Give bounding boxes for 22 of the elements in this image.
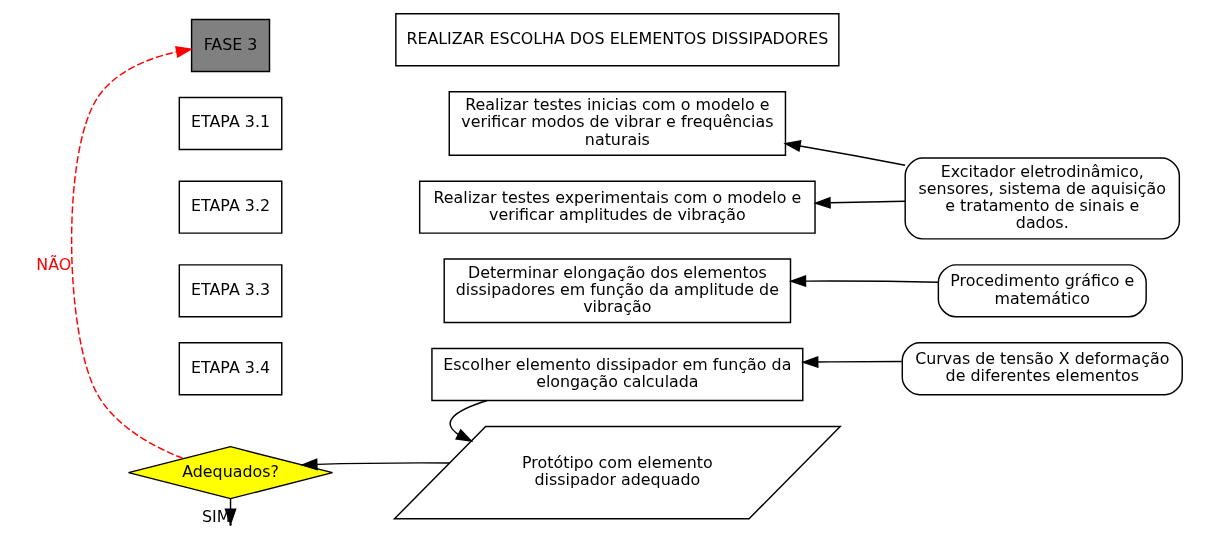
node-box: Excitador eletrodinâmico, sensores, sistema de aquisição e tratamento de sinais e dados. xyxy=(904,157,1181,240)
node-box: REALIZAR ESCOLHA DOS ELEMENTOS DISSIPADORES xyxy=(395,13,840,67)
node-box: ETAPA 3.3 xyxy=(178,264,283,318)
node-box: Procedimento gráfico e matemático xyxy=(937,264,1147,318)
node-diamond: Adequados? xyxy=(127,445,334,500)
arrow xyxy=(300,458,451,471)
node-box: Escolher elemento dissipador em função da elongação calculada xyxy=(431,347,804,402)
arrow xyxy=(813,196,906,209)
arrow xyxy=(783,140,906,166)
arrow xyxy=(801,356,903,369)
node-box: Curvas de tensão X deformação de diferentes elementos xyxy=(901,342,1183,396)
node-box: Realizar testes experimentais com o modelo e verificar amplitudes de vibração xyxy=(418,180,816,234)
arrow xyxy=(449,399,488,442)
node-box: ETAPA 3.4 xyxy=(178,342,283,396)
node-box: FASE 3 xyxy=(190,18,271,73)
edge-label: NÃO xyxy=(36,254,72,274)
node-box: Determinar elongação dos elementos dissipadores em função da amplitude de vibração xyxy=(443,258,792,324)
arrow xyxy=(788,275,939,288)
node-box: Realizar testes inicias com o modelo e verificar modos de vibrar e frequências naturais xyxy=(448,90,787,156)
node-box: ETAPA 3.2 xyxy=(178,180,283,234)
arrow xyxy=(70,46,194,460)
node-box: ETAPA 3.1 xyxy=(178,96,283,151)
